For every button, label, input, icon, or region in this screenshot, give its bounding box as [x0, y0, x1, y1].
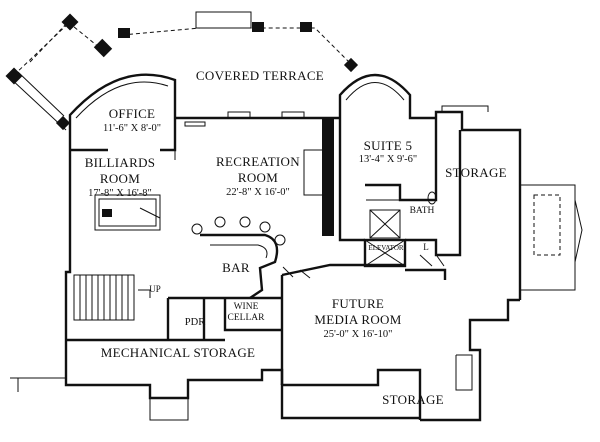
- future-media-room-label-2: MEDIA ROOM: [314, 312, 401, 327]
- storage-south-label: STORAGE: [382, 392, 444, 407]
- suite-5-dims: 13'-4" X 9'-6": [359, 154, 417, 165]
- recreation-room-dims: 22'-8" X 16'-0": [226, 187, 290, 198]
- interior-walls: [66, 111, 462, 385]
- stair-up-label: UP: [149, 284, 161, 294]
- recreation-room-label-2: ROOM: [238, 170, 278, 185]
- suite-5-label: SUITE 5: [364, 138, 413, 153]
- room-labels: COVERED TERRACE OFFICE 11'-6" X 8'-0" BI…: [85, 68, 507, 407]
- billiards-room-label-1: BILLIARDS: [85, 155, 156, 170]
- covered-terrace-label: COVERED TERRACE: [196, 68, 324, 83]
- office-dims: 11'-6" X 8'-0": [103, 123, 161, 134]
- exterior-walls: [10, 73, 583, 422]
- bar-label: BAR: [222, 260, 250, 275]
- billiards-room-label-2: ROOM: [100, 171, 140, 186]
- storage-east-label: STORAGE: [445, 165, 507, 180]
- pdr-label: PDR: [185, 317, 205, 328]
- bath-label: BATH: [410, 206, 435, 216]
- recreation-room-label-1: RECREATION: [216, 154, 300, 169]
- future-media-room-dims: 25'-0" X 16'-10": [324, 329, 393, 340]
- stair-treads: [79, 275, 129, 320]
- linen-label: L: [423, 242, 429, 252]
- covered-terrace-outline: [5, 11, 359, 131]
- mechanical-storage-label: MECHANICAL STORAGE: [101, 345, 256, 360]
- wine-cellar-label-2: CELLAR: [228, 313, 266, 323]
- elevator-label: ELEVATOR: [368, 244, 403, 252]
- office-label: OFFICE: [109, 106, 156, 121]
- wine-cellar-label-1: WINE: [234, 302, 259, 312]
- billiards-room-dims: 17'-8" X 16'-8": [88, 188, 152, 199]
- future-media-room-label-1: FUTURE: [332, 296, 384, 311]
